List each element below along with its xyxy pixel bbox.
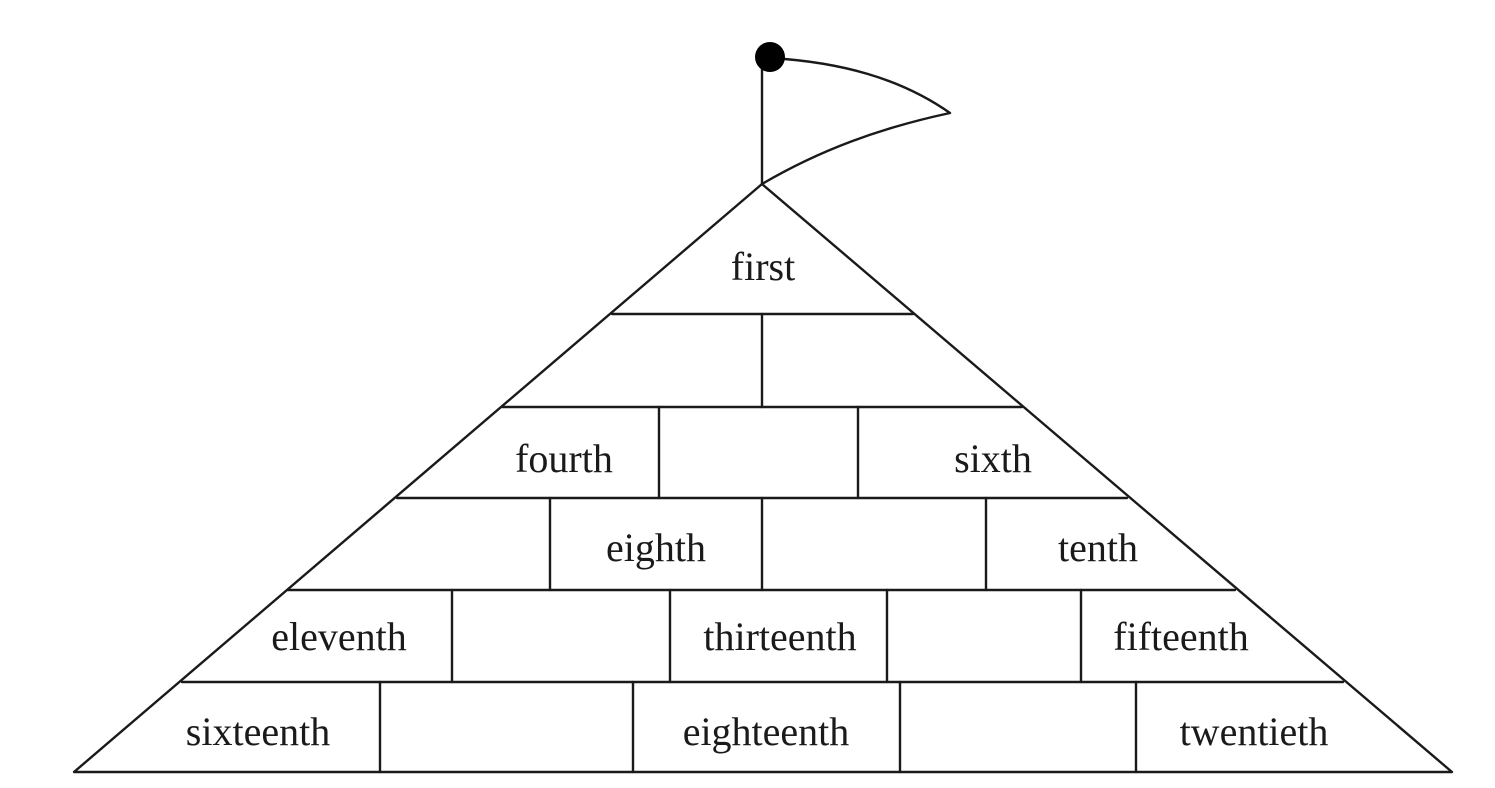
flag-banner xyxy=(760,56,952,186)
brick-labels: first fourth sixth eighth tenth eleventh… xyxy=(186,244,1329,754)
flag-ball xyxy=(755,42,785,72)
brick-label-eighth: eighth xyxy=(606,525,706,570)
brick-label-sixth: sixth xyxy=(954,436,1032,481)
brick-dividers xyxy=(378,312,1138,774)
pyramid-outline xyxy=(72,182,1454,774)
brick-label-fifteenth: fifteenth xyxy=(1113,614,1249,659)
flag-icon xyxy=(755,42,952,186)
brick-label-first: first xyxy=(731,244,795,289)
brick-label-eleventh: eleventh xyxy=(271,614,407,659)
brick-label-thirteenth: thirteenth xyxy=(703,614,856,659)
brick-label-eighteenth: eighteenth xyxy=(683,709,850,754)
brick-label-sixteenth: sixteenth xyxy=(186,709,330,754)
brick-label-fourth: fourth xyxy=(515,436,613,481)
brick-label-tenth: tenth xyxy=(1058,525,1138,570)
brick-label-twentieth: twentieth xyxy=(1180,709,1329,754)
